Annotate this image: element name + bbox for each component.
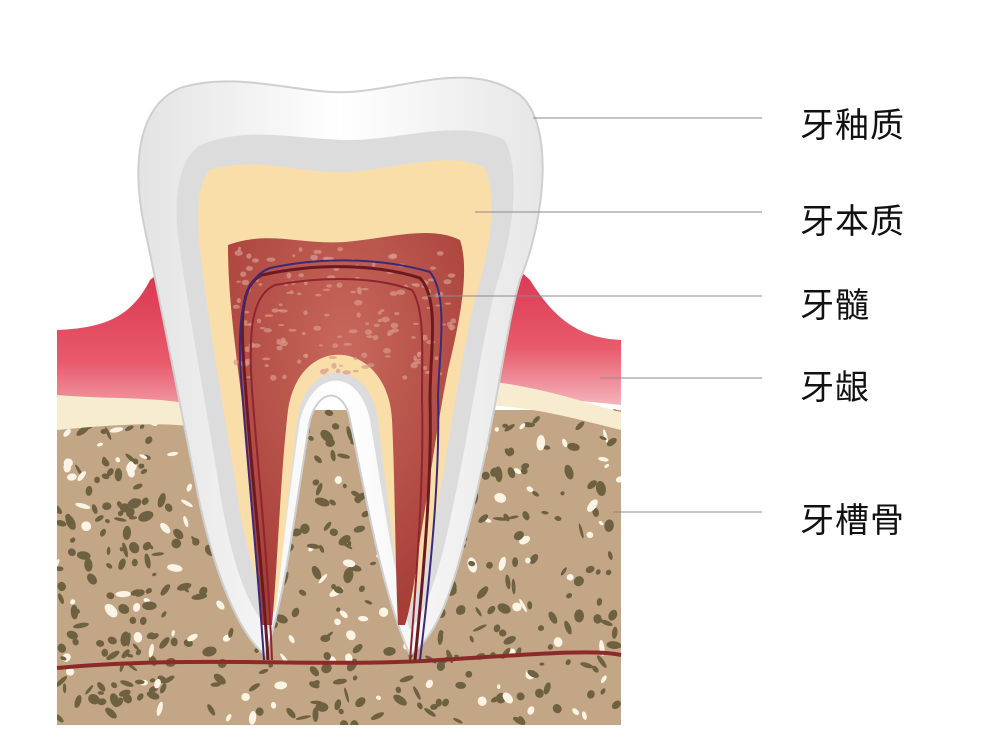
leader-lines <box>428 117 762 513</box>
label-enamel: 牙釉质 <box>800 106 905 146</box>
label-gum: 牙龈 <box>800 368 870 408</box>
tooth <box>137 76 544 661</box>
alveolar-bone <box>56 405 622 725</box>
label-dentin: 牙本质 <box>800 202 905 242</box>
label-alveolar-bone: 牙槽骨 <box>800 501 905 541</box>
label-pulp: 牙髓 <box>800 286 870 326</box>
